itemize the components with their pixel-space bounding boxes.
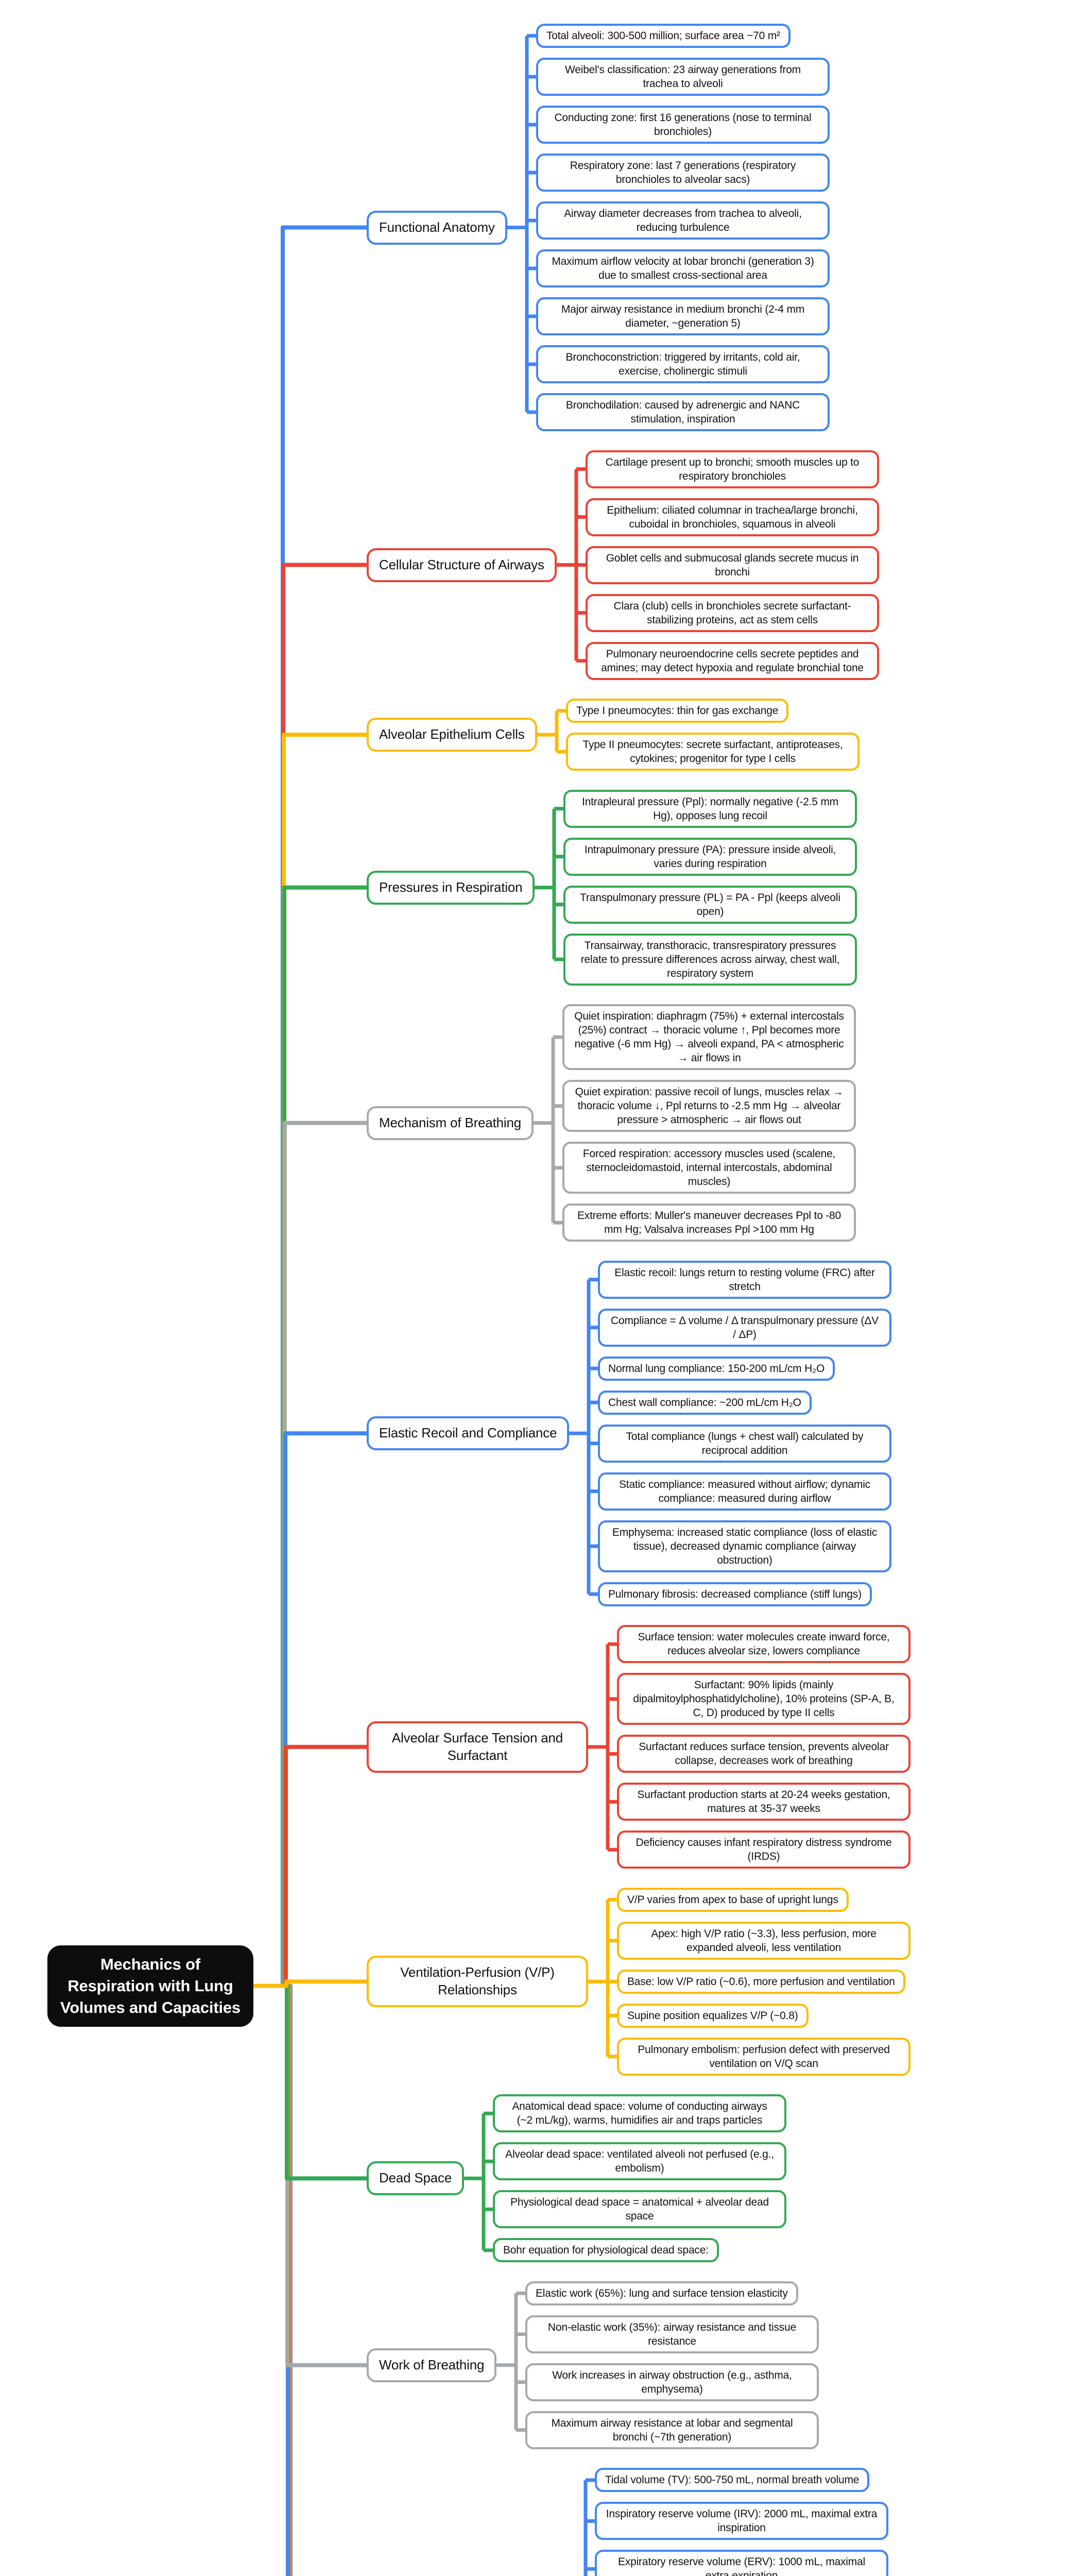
- branch-node: Dead Space: [367, 2161, 465, 2195]
- leaf-node: Type II pneumocytes: secrete surfactant,…: [566, 733, 860, 771]
- leaf-node: Transairway, transthoracic, transrespira…: [563, 934, 857, 986]
- leaf-node: Bronchoconstriction: triggered by irrita…: [536, 345, 830, 384]
- leaf-node: Conducting zone: first 16 generations (n…: [536, 106, 830, 144]
- leaf-node: Deficiency causes infant respiratory dis…: [617, 1831, 911, 1869]
- leaf-node: Epithelium: ciliated columnar in trachea…: [586, 498, 879, 537]
- leaf-node: Intrapulmonary pressure (PA): pressure i…: [563, 838, 857, 876]
- leaf-node: Physiological dead space = anatomical + …: [493, 2190, 786, 2229]
- leaf-node: Extreme efforts: Muller's maneuver decre…: [562, 1204, 856, 1242]
- branch-node: Ventilation-Perfusion (V/P) Relationship…: [367, 1956, 588, 2007]
- leaf-node: Base: low V/P ratio (~0.6), more perfusi…: [617, 1970, 905, 1994]
- root-node: Mechanics of Respiration with Lung Volum…: [47, 1945, 253, 2027]
- leaf-node: Major airway resistance in medium bronch…: [536, 297, 830, 336]
- leaf-node: Maximum airflow velocity at lobar bronch…: [536, 249, 830, 288]
- leaf-node: Elastic recoil: lungs return to resting …: [598, 1261, 891, 1299]
- leaf-node: Normal lung compliance: 150-200 mL/cm H₂…: [598, 1357, 835, 1381]
- leaf-node: Airway diameter decreases from trachea t…: [536, 201, 830, 240]
- leaf-node: Alveolar dead space: ventilated alveoli …: [493, 2142, 786, 2181]
- leaf-node: Transpulmonary pressure (PL) = PA - Ppl …: [563, 886, 857, 924]
- leaf-node: Surface tension: water molecules create …: [617, 1625, 911, 1664]
- leaf-node: Elastic work (65%): lung and surface ten…: [525, 2281, 798, 2306]
- leaf-node: Supine position equalizes V/P (~0.8): [617, 2004, 809, 2028]
- leaf-node: Total compliance (lungs + chest wall) ca…: [598, 1425, 891, 1463]
- leaf-node: Compliance = Δ volume / Δ transpulmonary…: [598, 1309, 891, 1347]
- leaf-node: Non-elastic work (35%): airway resistanc…: [525, 2315, 819, 2354]
- leaf-node: Expiratory reserve volume (ERV): 1000 mL…: [595, 2550, 888, 2576]
- leaf-node: Bohr equation for physiological dead spa…: [493, 2238, 719, 2263]
- leaf-node: Total alveoli: 300-500 million; surface …: [536, 24, 791, 48]
- leaf-node: Anatomical dead space: volume of conduct…: [493, 2094, 786, 2133]
- leaf-node: Surfactant reduces surface tension, prev…: [617, 1735, 911, 1773]
- leaf-node: Apex: high V/P ratio (~3.3), less perfus…: [617, 1922, 911, 1960]
- branch-node: Elastic Recoil and Compliance: [367, 1416, 570, 1450]
- leaf-node: Bronchodilation: caused by adrenergic an…: [536, 393, 830, 432]
- branch-node: Cellular Structure of Airways: [367, 548, 557, 582]
- leaf-node: Type I pneumocytes: thin for gas exchang…: [566, 699, 789, 723]
- leaf-node: Pulmonary embolism: perfusion defect wit…: [617, 2038, 911, 2076]
- leaf-node: Quiet inspiration: diaphragm (75%) + ext…: [562, 1004, 856, 1071]
- branch-node: Work of Breathing: [367, 2348, 497, 2382]
- leaf-node: Surfactant: 90% lipids (mainly dipalmito…: [617, 1673, 911, 1725]
- leaf-node: Pulmonary fibrosis: decreased compliance…: [598, 1582, 872, 1607]
- branch-node: Pressures in Respiration: [367, 871, 535, 905]
- leaf-node: Goblet cells and submucosal glands secre…: [586, 546, 879, 585]
- leaf-node: Chest wall compliance: ~200 mL/cm H₂O: [598, 1391, 812, 1415]
- leaf-node: Pulmonary neuroendocrine cells secrete p…: [586, 642, 879, 681]
- leaf-node: Forced respiration: accessory muscles us…: [562, 1142, 856, 1194]
- leaf-node: Emphysema: increased static compliance (…: [598, 1520, 891, 1573]
- leaf-node: Respiratory zone: last 7 generations (re…: [536, 154, 830, 192]
- leaf-node: Tidal volume (TV): 500-750 mL, normal br…: [595, 2468, 870, 2493]
- leaf-node: Cartilage present up to bronchi; smooth …: [586, 450, 879, 489]
- leaf-node: Inspiratory reserve volume (IRV): 2000 m…: [595, 2502, 888, 2540]
- leaf-node: V/P varies from apex to base of upright …: [617, 1888, 849, 1912]
- leaf-node: Intrapleural pressure (Ppl): normally ne…: [563, 790, 857, 828]
- leaf-node: Quiet expiration: passive recoil of lung…: [562, 1080, 856, 1132]
- leaf-node: Clara (club) cells in bronchioles secret…: [586, 594, 879, 633]
- leaf-node: Surfactant production starts at 20-24 we…: [617, 1783, 911, 1821]
- branch-node: Alveolar Epithelium Cells: [367, 718, 537, 752]
- leaf-node: Maximum airway resistance at lobar and s…: [525, 2411, 819, 2450]
- branch-node: Alveolar Surface Tension and Surfactant: [367, 1721, 588, 1773]
- leaf-node: Weibel's classification: 23 airway gener…: [536, 58, 830, 96]
- leaf-node: Static compliance: measured without airf…: [598, 1472, 891, 1511]
- branch-node: Mechanism of Breathing: [367, 1106, 534, 1140]
- leaf-node: Work increases in airway obstruction (e.…: [525, 2363, 819, 2402]
- branch-node: Functional Anatomy: [367, 211, 507, 245]
